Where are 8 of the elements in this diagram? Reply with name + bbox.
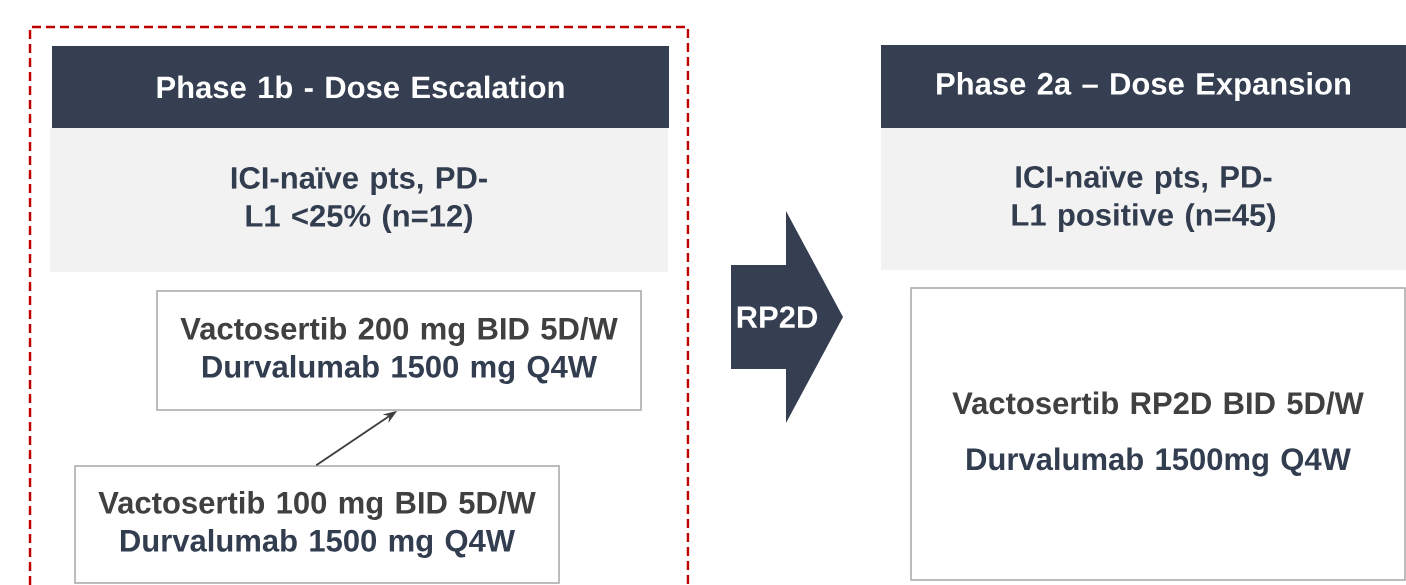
header-bar: Phase 1b - Dose Escalation [52, 46, 669, 128]
header-bar: Phase 2a – Dose Expansion [881, 45, 1406, 128]
dose-box: Vactosertib 200 mg BID 5D/W Durvalumab 1500 mg Q4W [156, 290, 642, 411]
dose-box: Vactosertib RP2D BID 5D/W Durvalumab 1500mg Q4W [910, 287, 1406, 581]
cohort-band: ICI-naïve pts, PD-L1 <25% (n=12) [50, 128, 668, 272]
dose-box: Vactosertib 100 mg BID 5D/W Durvalumab 1500 mg Q4W [74, 465, 560, 584]
dashed-frame [28, 25, 690, 585]
cohort-band: ICI-naïve pts, PD-L1 positive (n=45) [881, 128, 1406, 270]
